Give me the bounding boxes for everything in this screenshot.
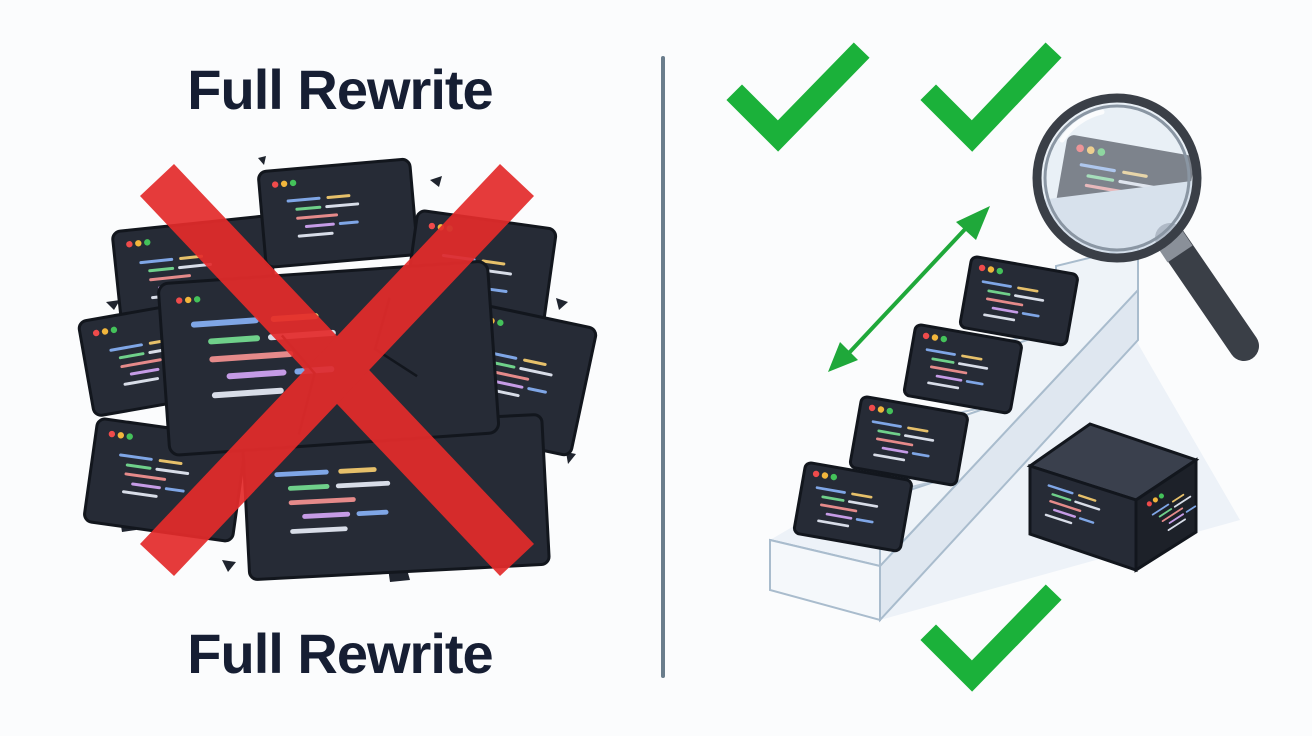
code-window [258, 159, 418, 268]
green-checkmark-icon [936, 600, 1046, 676]
title-bottom: Full Rewrite [90, 626, 590, 682]
green-checkmark-icon [936, 58, 1046, 136]
step-code-window-3 [903, 324, 1022, 414]
title-top: Full Rewrite [90, 62, 590, 118]
green-checkmark-icon [742, 58, 854, 136]
